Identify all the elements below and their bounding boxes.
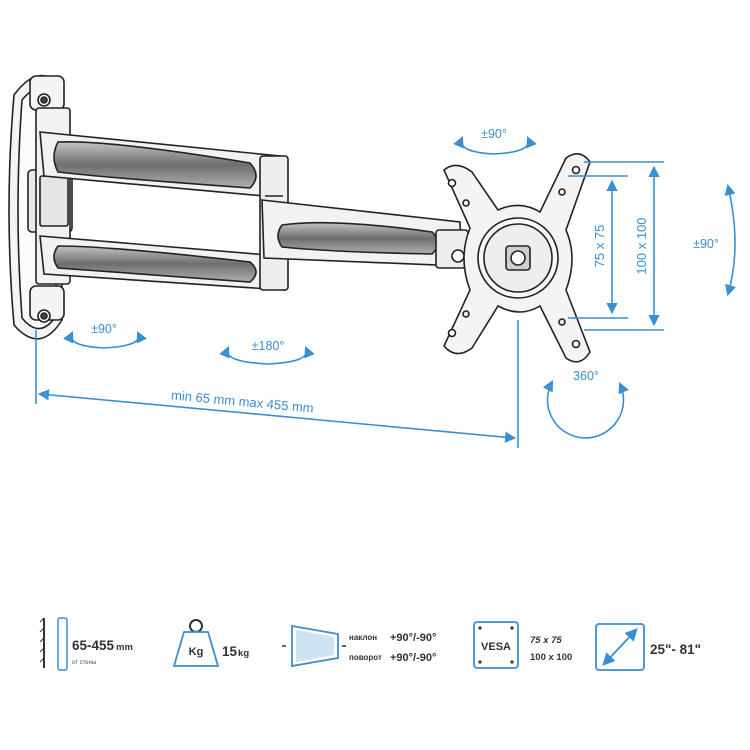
rotation-label: 360° bbox=[573, 369, 599, 383]
arm-swivel-label: ±180° bbox=[252, 339, 285, 353]
vesa-plate bbox=[443, 153, 591, 363]
arm-swivel-indicator: ±180° bbox=[219, 339, 315, 365]
spec-screen-size: 25"- 81" bbox=[595, 623, 701, 671]
spec-weight: Kg 15kg bbox=[172, 619, 249, 667]
tilt-spec-label: наклон bbox=[349, 633, 377, 642]
tilt-label: ±90° bbox=[693, 237, 719, 251]
swivel-spec-label: поворот bbox=[349, 653, 382, 662]
weight-value: 15kg bbox=[222, 644, 249, 659]
screen-diagonal-icon bbox=[595, 623, 645, 671]
distance-caption: от стены bbox=[72, 660, 96, 666]
screen-size-value: 25"- 81" bbox=[650, 642, 701, 657]
vesa-spec-large: 100 x 100 bbox=[530, 652, 572, 663]
wall-swivel-label: ±90° bbox=[91, 322, 117, 336]
vesa-spec-small: 75 x 75 bbox=[530, 635, 562, 646]
tilt-indicator: ±90° bbox=[693, 183, 736, 297]
span-label: min 65 mm max 455 mm bbox=[171, 387, 315, 415]
vesa-badge: VESA bbox=[481, 641, 511, 653]
arm-segment-2 bbox=[261, 199, 469, 269]
rotation-indicator: 360° bbox=[542, 369, 629, 439]
vesa-icon bbox=[473, 621, 519, 669]
wall-distance-icon bbox=[39, 617, 68, 671]
vesa-dimension-lines bbox=[568, 161, 664, 331]
weight-icon bbox=[172, 619, 220, 667]
spec-vesa: VESA 75 x 75 100 x 100 bbox=[473, 621, 572, 669]
span-dimension bbox=[35, 320, 519, 448]
vesa-large-label: 100 x 100 bbox=[634, 217, 649, 274]
screen-tilt-icon bbox=[282, 624, 346, 668]
tilt-spec-value: +90°/-90° bbox=[390, 632, 436, 644]
head-swivel-label: ±90° bbox=[481, 127, 507, 141]
arm-segment-1 bbox=[39, 131, 289, 291]
wall-swivel-indicator: ±90° bbox=[63, 322, 147, 349]
swivel-spec-value: +90°/-90° bbox=[390, 652, 436, 664]
vesa-small-label: 75 x 75 bbox=[592, 225, 607, 268]
spec-tilt-swivel: наклон +90°/-90° поворот +90°/-90° bbox=[282, 624, 436, 668]
head-swivel-indicator: ±90° bbox=[453, 127, 537, 155]
weight-icon-label: Kg bbox=[189, 646, 204, 658]
